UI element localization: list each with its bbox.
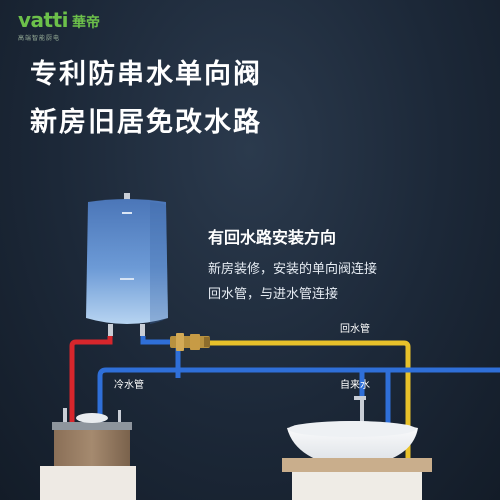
right-vessel-basin — [282, 396, 432, 500]
vessel-faucet — [360, 396, 364, 428]
brand-tagline: 高端智能厨电 — [18, 35, 61, 42]
heater-hot-outlet — [108, 324, 113, 336]
return-water-pipe — [208, 340, 411, 500]
install-description-line-1: 新房装修，安装的单向阀连接 — [208, 262, 378, 277]
headline-line-2: 新房旧居免改水路 — [30, 107, 262, 138]
brand-wordmark: vatti — [18, 8, 69, 32]
left-faucet — [63, 408, 67, 422]
brand-logo: vatti 華帝 高端智能厨电 — [18, 8, 100, 42]
headline-line-1: 专利防串水单向阀 — [30, 59, 262, 90]
tap-water-label: 自来水 — [340, 380, 370, 391]
install-direction-title: 有回水路安装方向 — [208, 228, 337, 247]
install-description-line-2: 回水管，与进水管连接 — [208, 287, 339, 302]
heater-cold-feed-pipe — [140, 336, 181, 378]
water-heater — [86, 193, 168, 336]
hot-water-pipe — [69, 336, 113, 500]
cold-water-pipe — [97, 367, 500, 500]
heater-display-icon — [122, 212, 132, 214]
one-way-check-valve — [170, 333, 210, 351]
cold-pipe-label: 冷水管 — [114, 380, 144, 391]
vessel-counter — [282, 458, 432, 472]
return-pipe-label: 回水管 — [340, 324, 370, 335]
left-basin — [76, 413, 108, 423]
brand-chinese-name: 華帝 — [72, 15, 101, 31]
left-vanity-cabinet — [40, 408, 136, 500]
heater-cold-inlet — [140, 324, 145, 336]
